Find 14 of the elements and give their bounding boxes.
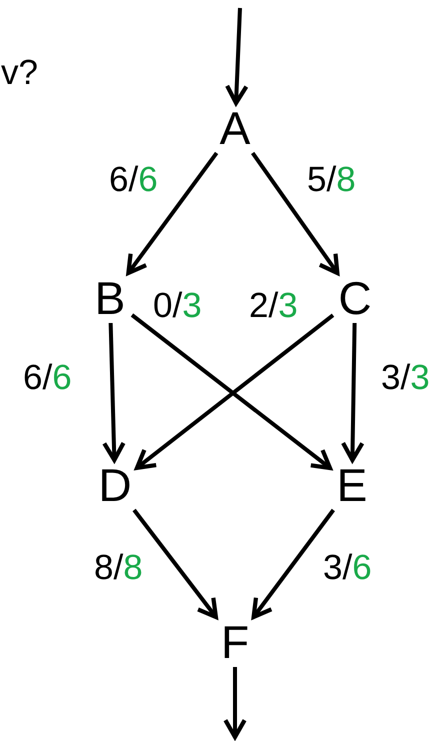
arrow (251, 152, 340, 276)
node-letter: A (210, 103, 260, 153)
node-letter: E (327, 460, 377, 510)
node-letter: F (210, 617, 260, 667)
arrow (225, 8, 248, 106)
node-letter: C (330, 273, 380, 323)
arrow (126, 152, 218, 276)
arrow (223, 667, 247, 740)
arrow (252, 508, 335, 620)
arrow (340, 322, 364, 462)
node-letter: B (85, 273, 135, 323)
arrow (102, 322, 126, 462)
node-letter: D (90, 460, 140, 510)
arrow (132, 508, 218, 620)
